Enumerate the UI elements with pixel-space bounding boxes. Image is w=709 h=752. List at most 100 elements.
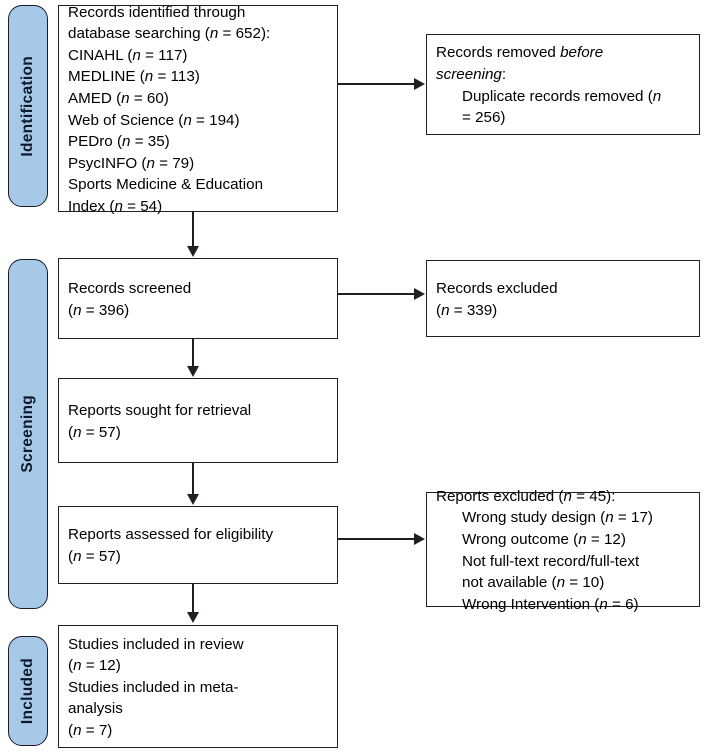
stage-tab-included: Included [8, 636, 48, 746]
box-reports-assessed: Reports assessed for eligibility (n = 57… [58, 506, 338, 584]
records-excluded-count: (n = 339) [436, 300, 690, 322]
not-available-label: not available ( [462, 574, 557, 592]
records-identified-index: Index (n = 54) [68, 196, 328, 218]
pedro-value: = 35) [130, 133, 170, 151]
studies-included-review-label: Studies included in review [68, 635, 244, 653]
arrowhead-assessed-to-included [186, 612, 199, 623]
records-identified-psycinfo: PsycINFO (n = 79) [68, 153, 328, 175]
psycinfo-n: n [146, 154, 155, 172]
duplicate-records-value: = 256) [462, 109, 506, 127]
reports-excluded-value: = 45): [571, 487, 616, 505]
not-available-n: n [556, 574, 566, 592]
studies-review-n: n [73, 657, 82, 675]
records-removed-line-2: screening: [436, 64, 690, 86]
duplicate-records-removed-line: Duplicate records removed (n [436, 86, 690, 108]
reason-not-full-text-line-2: not available (n = 10) [436, 572, 690, 594]
reports-excluded-n: n [563, 487, 572, 505]
wrong-study-design-label: Wrong study design ( [462, 509, 606, 527]
stage-tab-screening: Screening [8, 259, 48, 609]
reports-sought-open: ( [68, 423, 74, 441]
reports-sought-value: = 57) [81, 423, 121, 441]
records-removed-screening: screening [436, 65, 502, 83]
records-screened-label: Records screened [68, 279, 192, 297]
box-records-screened: Records screened (n = 396) [58, 258, 338, 339]
reports-excluded-header: Reports excluded (n = 45): [436, 486, 690, 508]
wrong-intervention-value: = 6) [607, 595, 639, 613]
reason-wrong-study-design: Wrong study design (n = 17) [436, 507, 690, 529]
connector-assessed-to-reports-excluded [338, 538, 415, 541]
box-reports-excluded: Reports excluded (n = 45): Wrong study d… [426, 488, 700, 613]
reason-not-full-text-line-1: Not full-text record/full-text [462, 552, 640, 570]
index-n: n [114, 197, 123, 215]
records-screened-value: = 396) [81, 301, 130, 319]
duplicate-records-n: n [652, 87, 662, 105]
studies-meta-open: ( [68, 721, 74, 739]
wrong-intervention-label: Wrong Intervention ( [462, 595, 600, 613]
records-identified-pedro: PEDro (n = 35) [68, 131, 328, 153]
box-studies-included: Studies included in review (n = 12) Stud… [58, 625, 338, 748]
medline-value: = 113) [153, 68, 200, 86]
cinahl-value: = 117) [140, 46, 188, 64]
index-label: Index ( [68, 197, 115, 215]
records-removed-colon: : [501, 65, 507, 83]
wrong-intervention-n: n [599, 595, 608, 613]
psycinfo-label: PsycINFO ( [68, 154, 147, 172]
stage-tab-included-label: Included [19, 657, 37, 725]
records-identified-line-2-post: = 652): [218, 25, 271, 43]
records-excluded-open: ( [436, 301, 442, 319]
records-identified-web-of-science: Web of Science (n = 194) [68, 110, 328, 132]
records-excluded-label: Records excluded [436, 279, 558, 297]
studies-included-meta-label-2: analysis [68, 700, 123, 718]
reports-assessed-value: = 57) [81, 548, 121, 565]
wrong-study-design-value: = 17) [613, 509, 653, 527]
studies-review-value: = 12) [81, 657, 121, 675]
reports-sought-n: n [73, 423, 82, 441]
reports-assessed-count: (n = 57) [68, 546, 328, 568]
medline-n: n [144, 68, 154, 86]
records-removed-before: before [560, 44, 604, 62]
wrong-study-design-n: n [605, 509, 614, 527]
records-excluded-value: = 339) [449, 301, 498, 319]
connector-identified-to-removed [338, 83, 415, 86]
amed-label: AMED ( [68, 89, 122, 107]
pedro-n: n [122, 133, 131, 151]
box-records-removed: Records removed before screening: Duplic… [426, 34, 700, 135]
records-screened-open: ( [68, 301, 74, 319]
wrong-outcome-n: n [578, 530, 587, 548]
arrowhead-screened-to-excluded [414, 287, 425, 300]
arrowhead-sought-to-assessed [186, 494, 199, 505]
reports-assessed-open: ( [68, 548, 74, 565]
reason-wrong-outcome: Wrong outcome (n = 12) [436, 529, 690, 551]
records-identified-line-2: database searching (n = 652): [68, 23, 328, 45]
wos-label: Web of Science ( [68, 111, 184, 129]
records-excluded-n: n [441, 301, 450, 319]
studies-included-review-count: (n = 12) [68, 655, 328, 677]
records-screened-count: (n = 396) [68, 300, 328, 322]
connector-identified-to-screened [192, 212, 195, 248]
index-value: = 54) [122, 197, 163, 215]
wrong-outcome-value: = 12) [586, 530, 626, 548]
medline-label: MEDLINE ( [68, 68, 145, 86]
records-identified-line-2-pre: database searching ( [68, 25, 210, 43]
reason-wrong-intervention: Wrong Intervention (n = 6) [436, 594, 690, 616]
records-removed-pre: Records removed [436, 44, 561, 62]
stage-tab-identification-label: Identification [19, 55, 37, 157]
records-identified-cinahl: CINAHL (n = 117) [68, 45, 328, 67]
records-identified-line-1: Records identified through [68, 3, 246, 21]
box-reports-sought: Reports sought for retrieval (n = 57) [58, 378, 338, 463]
amed-n: n [121, 89, 130, 107]
studies-meta-n: n [73, 721, 82, 739]
reports-assessed-n: n [73, 548, 82, 565]
pedro-label: PEDro ( [68, 133, 123, 151]
psycinfo-value: = 79) [154, 154, 195, 172]
box-records-excluded: Records excluded (n = 339) [426, 260, 700, 337]
cinahl-label: CINAHL ( [68, 46, 133, 64]
wos-n: n [183, 111, 192, 129]
records-identified-line-2-n: n [209, 25, 219, 43]
box-records-identified: Records identified through database sear… [58, 3, 338, 215]
duplicate-records-label: Duplicate records removed ( [462, 87, 653, 105]
reports-assessed-label: Reports assessed for eligibility [68, 526, 274, 544]
arrowhead-assessed-to-reports-excluded [414, 532, 425, 545]
arrowhead-identified-to-screened [186, 246, 199, 257]
